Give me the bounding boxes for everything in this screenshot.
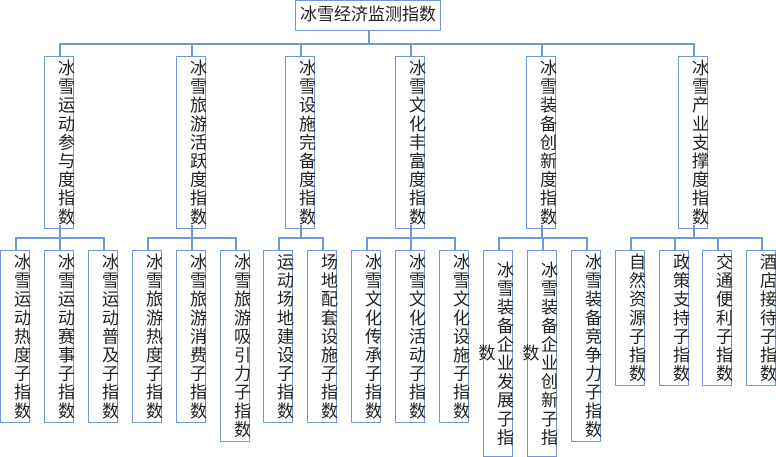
subindex-node: 酒店接待子指数: [746, 250, 776, 387]
subindex-node: 运动场地建设子指数: [263, 250, 293, 424]
connector-category: [541, 43, 543, 56]
connector-child: [498, 237, 500, 250]
subindex-node: 冰雪旅游热度子指数: [132, 250, 162, 424]
connector-child: [410, 237, 412, 250]
connector-child: [59, 237, 61, 250]
subindex-node: 场地配套设施子指数: [307, 250, 337, 424]
connector-child: [147, 237, 149, 250]
connector-child: [454, 237, 456, 250]
connector-category: [191, 43, 193, 56]
connector-child: [586, 237, 588, 250]
connector-child: [235, 237, 237, 250]
connector-category: [693, 43, 695, 56]
connector-child: [717, 237, 719, 250]
subindex-node: 冰雪装备竞争力子指数: [571, 250, 601, 442]
category-node: 冰雪设施完备度指数: [285, 56, 315, 230]
category-node: 冰雪文化丰富度指数: [395, 56, 425, 230]
subindex-node: 冰雪文化传承子指数: [351, 250, 381, 424]
connector-category-down: [410, 225, 412, 237]
subindex-node: 冰雪文化设施子指数: [439, 250, 469, 424]
connector-children: [278, 237, 324, 239]
connector-root: [368, 30, 370, 43]
connector-child: [674, 237, 676, 250]
category-node: 冰雪运动参与度指数: [44, 56, 74, 230]
subindex-node: 冰雪装备企业创新子指数: [518, 250, 557, 457]
category-node: 冰雪装备创新度指数: [526, 56, 556, 230]
category-node: 冰雪产业支撑度指数: [678, 56, 708, 230]
subindex-node: 政策支持子指数: [659, 250, 689, 387]
subindex-node: 交通便利子指数: [702, 250, 732, 387]
subindex-node: 冰雪运动赛事子指数: [44, 250, 74, 424]
connector-category-down: [541, 225, 543, 237]
subindex-node: 冰雪运动热度子指数: [0, 250, 30, 424]
subindex-node: 自然资源子指数: [615, 250, 645, 387]
connector-category-down: [693, 225, 695, 237]
connector-child: [761, 237, 763, 250]
connector-category-down: [300, 225, 302, 237]
connector-category: [410, 43, 412, 56]
connector-children: [630, 237, 763, 239]
root-node: 冰雪经济监测指数: [295, 0, 441, 31]
subindex-node: 冰雪文化活动子指数: [395, 250, 425, 424]
connector-category-down: [191, 225, 193, 237]
connector-category: [300, 43, 302, 56]
connector-child: [191, 237, 193, 250]
connector-child: [15, 237, 17, 250]
connector-child: [542, 237, 544, 250]
connector-child: [630, 237, 632, 250]
subindex-node: 冰雪装备企业发展子指数: [474, 250, 513, 457]
connector-child: [103, 237, 105, 250]
connector-child: [322, 237, 324, 250]
connector-child: [366, 237, 368, 250]
connector-main: [59, 43, 694, 45]
subindex-node: 冰雪运动普及子指数: [88, 250, 118, 424]
connector-category-down: [59, 225, 61, 237]
connector-child: [278, 237, 280, 250]
category-node: 冰雪旅游活跃度指数: [176, 56, 206, 230]
connector-category: [59, 43, 61, 56]
subindex-node: 冰雪旅游吸引力子指数: [220, 250, 250, 442]
subindex-node: 冰雪旅游消费子指数: [176, 250, 206, 424]
